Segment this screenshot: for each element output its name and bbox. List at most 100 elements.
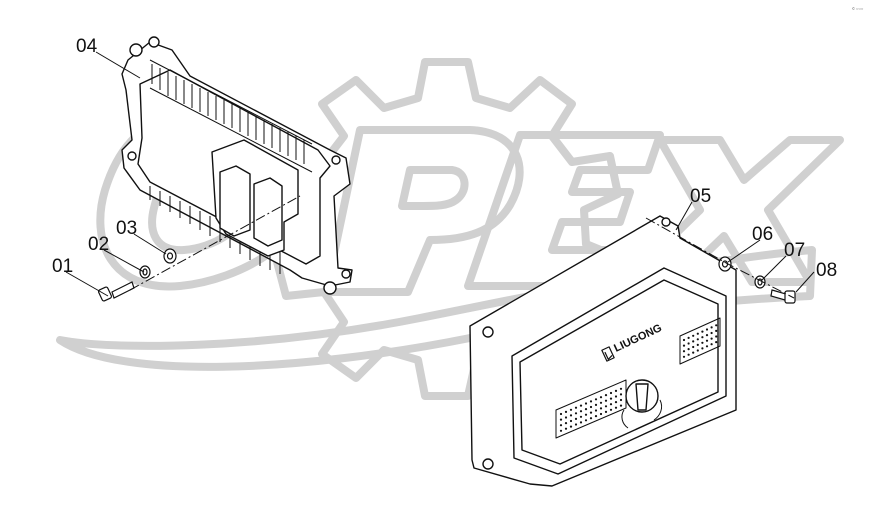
led-dot — [584, 419, 588, 422]
flat-washer-part-03 — [163, 248, 177, 264]
led-dot — [614, 406, 618, 409]
led-dot — [564, 416, 568, 419]
led-dot — [574, 412, 578, 415]
led-dot — [715, 335, 718, 338]
led-dots — [559, 324, 718, 432]
led-dot — [710, 337, 713, 340]
part-label-07: 07 — [784, 240, 805, 261]
led-panel-lower — [555, 379, 627, 439]
led-dot — [710, 343, 713, 346]
led-dot — [692, 345, 695, 349]
led-dot — [705, 339, 709, 342]
part-label-04: 04 — [76, 36, 98, 57]
led-dot — [584, 408, 588, 411]
led-dot — [619, 404, 623, 407]
watermark-swoosh — [56, 246, 816, 371]
watermark-letter-p — [322, 126, 524, 296]
led-dot — [614, 395, 618, 398]
led-dot — [559, 418, 563, 421]
led-dot — [696, 338, 699, 341]
led-dot — [696, 332, 699, 335]
led-dot — [564, 410, 568, 413]
led-dot — [687, 348, 690, 351]
led-panel-upper — [679, 317, 721, 365]
screw-part-08 — [770, 289, 796, 304]
led-dot — [692, 340, 695, 343]
led-dot — [715, 341, 718, 344]
led-dot — [599, 401, 603, 404]
led-dot — [579, 404, 583, 407]
led-dot — [687, 342, 690, 345]
corner-mark: © ○○○ — [852, 6, 864, 11]
led-dot — [599, 412, 603, 416]
led-dot — [682, 350, 686, 353]
led-dot — [696, 343, 699, 346]
led-dot — [604, 410, 608, 413]
led-dot — [559, 424, 563, 427]
spring-washer-part-02 — [139, 265, 151, 279]
led-dot — [692, 351, 695, 354]
led-dot — [619, 387, 623, 390]
led-dot — [701, 330, 704, 333]
led-dot — [701, 336, 704, 339]
led-dot — [579, 410, 583, 413]
led-dot — [682, 344, 686, 347]
led-dot — [604, 399, 608, 402]
part-label-01: 01 — [52, 256, 73, 277]
heat-sink-fins — [149, 59, 313, 274]
led-dot — [564, 427, 568, 430]
led-dot — [614, 389, 618, 392]
led-dot — [609, 403, 613, 406]
led-dot — [579, 415, 583, 418]
led-dot — [710, 331, 713, 335]
led-dot — [705, 345, 709, 348]
led-dot — [579, 421, 583, 424]
led-dot — [594, 398, 598, 401]
rotary-switch-icon — [621, 379, 663, 429]
part-label-02: 02 — [88, 234, 109, 255]
led-dot — [682, 338, 686, 342]
led-dot — [559, 412, 563, 416]
part-label-06: 06 — [752, 224, 773, 245]
led-dot — [564, 422, 568, 425]
led-dot — [584, 402, 588, 405]
part-label-08: 08 — [816, 260, 837, 281]
led-dot — [604, 405, 608, 408]
led-dot — [710, 326, 713, 329]
led-dot — [589, 405, 593, 409]
led-dot — [589, 411, 593, 414]
led-dot — [705, 328, 709, 331]
controller-unit: LIUGONG — [469, 215, 737, 487]
flat-washer-part-06 — [718, 256, 732, 272]
led-dot — [609, 397, 613, 400]
led-dot — [594, 403, 598, 406]
controller-bracket — [121, 36, 353, 295]
led-dot — [594, 409, 598, 412]
part-labels: 01 02 03 04 05 06 07 08 — [52, 36, 837, 281]
led-dot — [715, 324, 718, 327]
led-dot — [589, 400, 593, 403]
led-dot — [614, 401, 618, 404]
led-dot — [609, 391, 613, 395]
led-dot — [687, 336, 690, 339]
led-dot — [687, 353, 690, 356]
leader-lines — [65, 51, 815, 299]
led-dot — [715, 329, 718, 332]
led-dot — [569, 425, 573, 428]
led-dot — [574, 406, 578, 409]
led-dot — [609, 408, 613, 411]
led-dot — [692, 334, 695, 337]
bolt-part-01 — [97, 281, 135, 302]
part-label-05: 05 — [690, 186, 711, 207]
led-dot — [569, 408, 573, 411]
led-dot — [574, 417, 578, 420]
led-dot — [619, 393, 623, 396]
led-dot — [589, 417, 593, 420]
led-dot — [594, 415, 598, 418]
led-dot — [559, 429, 563, 432]
led-dot — [574, 423, 578, 426]
led-dot — [599, 407, 603, 410]
led-dot — [569, 419, 573, 423]
